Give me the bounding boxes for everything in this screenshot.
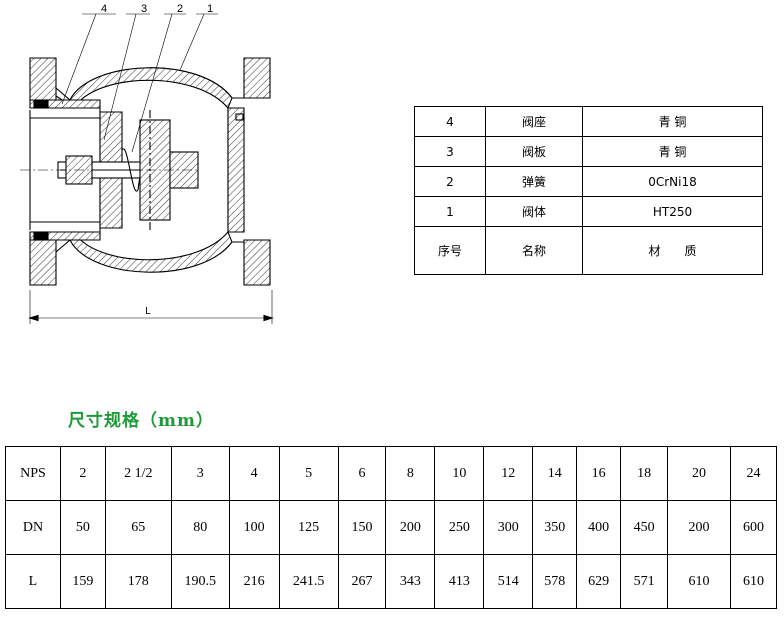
dimension-cell: 610: [729, 554, 778, 609]
part-material: 青 铜: [582, 106, 763, 137]
dimension-cell: 514: [483, 554, 534, 609]
dimension-cell: 100: [228, 500, 280, 555]
part-material: 青 铜: [582, 136, 763, 167]
header-no: 序号: [414, 226, 486, 275]
dimension-cell: 350: [532, 500, 578, 555]
dimension-cell: 14: [532, 446, 578, 501]
dimension-cell: 450: [620, 500, 669, 555]
part-name: 弹簧: [485, 166, 583, 197]
dimension-cell: 571: [620, 554, 669, 609]
dimension-row-label: DN: [5, 500, 61, 555]
dimension-cell: 216: [228, 554, 280, 609]
part-no: 2: [414, 166, 486, 197]
dimension-cell: 3: [170, 446, 230, 501]
dimension-cell: 200: [667, 500, 731, 555]
part-name: 阀板: [485, 136, 583, 167]
part-no: 1: [414, 196, 486, 227]
dimension-cell: 5: [278, 446, 339, 501]
callout-3: 3: [141, 3, 147, 15]
part-material: HT250: [582, 196, 763, 227]
dimension-cell: 24: [729, 446, 778, 501]
dimension-row-label: NPS: [5, 446, 61, 501]
dimension-cell: 2 1/2: [104, 446, 172, 501]
parts-row: 2 弹簧 0CrNi18: [414, 166, 763, 197]
header-material: 材 质: [582, 226, 763, 275]
dimension-cell: 80: [170, 500, 230, 555]
dimension-cell: 190.5: [170, 554, 230, 609]
dimension-cell: 125: [278, 500, 339, 555]
part-no: 4: [414, 106, 486, 137]
dimension-cell: 150: [337, 500, 387, 555]
parts-row: 1 阀体 HT250: [414, 196, 763, 227]
dimension-cell: 241.5: [278, 554, 339, 609]
header-name: 名称: [485, 226, 583, 275]
dimensions-title: 尺寸规格（mm）: [68, 411, 214, 431]
dimension-cell: 413: [434, 554, 485, 609]
dimension-cell: 300: [483, 500, 534, 555]
callout-4: 4: [101, 3, 107, 15]
dimension-cell: 8: [385, 446, 436, 501]
dimension-cell: 610: [667, 554, 731, 609]
dimension-cell: 16: [576, 446, 622, 501]
parts-row: 4 阀座 青 铜: [414, 106, 763, 137]
dimension-cell: 343: [385, 554, 436, 609]
part-material: 0CrNi18: [582, 166, 763, 197]
part-name: 阀体: [485, 196, 583, 227]
dimension-cell: 629: [576, 554, 622, 609]
valve-section-drawing: 4 3 2 1 L: [20, 3, 274, 324]
dimension-cell: 20: [667, 446, 731, 501]
dimension-cell: 10: [434, 446, 485, 501]
dimension-cell: 578: [532, 554, 578, 609]
dimension-row-label: L: [5, 554, 61, 609]
dimension-cell: 12: [483, 446, 534, 501]
dimension-cell: 267: [337, 554, 387, 609]
dimension-cell: 178: [104, 554, 172, 609]
callout-1: 1: [207, 3, 213, 15]
part-name: 阀座: [485, 106, 583, 137]
dimension-cell: 4: [228, 446, 280, 501]
part-no: 3: [414, 136, 486, 167]
dimension-cell: 18: [620, 446, 669, 501]
dimension-cell: 2: [59, 446, 106, 501]
dimension-cell: 600: [729, 500, 778, 555]
parts-row: 3 阀板 青 铜: [414, 136, 763, 167]
length-label: L: [145, 306, 151, 317]
parts-header-row: 序号 名称 材 质: [414, 226, 763, 275]
parts-table: 4 阀座 青 铜 3 阀板 青 铜 2 弹簧 0CrNi18 1 阀体 HT25…: [414, 106, 763, 275]
dimension-cell: 159: [59, 554, 106, 609]
callout-2: 2: [177, 3, 183, 15]
dimension-cell: 50: [59, 500, 106, 555]
dimension-cell: 250: [434, 500, 485, 555]
dimension-cell: 400: [576, 500, 622, 555]
dimension-cell: 6: [337, 446, 387, 501]
dimension-cell: 200: [385, 500, 436, 555]
dimension-cell: 65: [104, 500, 172, 555]
